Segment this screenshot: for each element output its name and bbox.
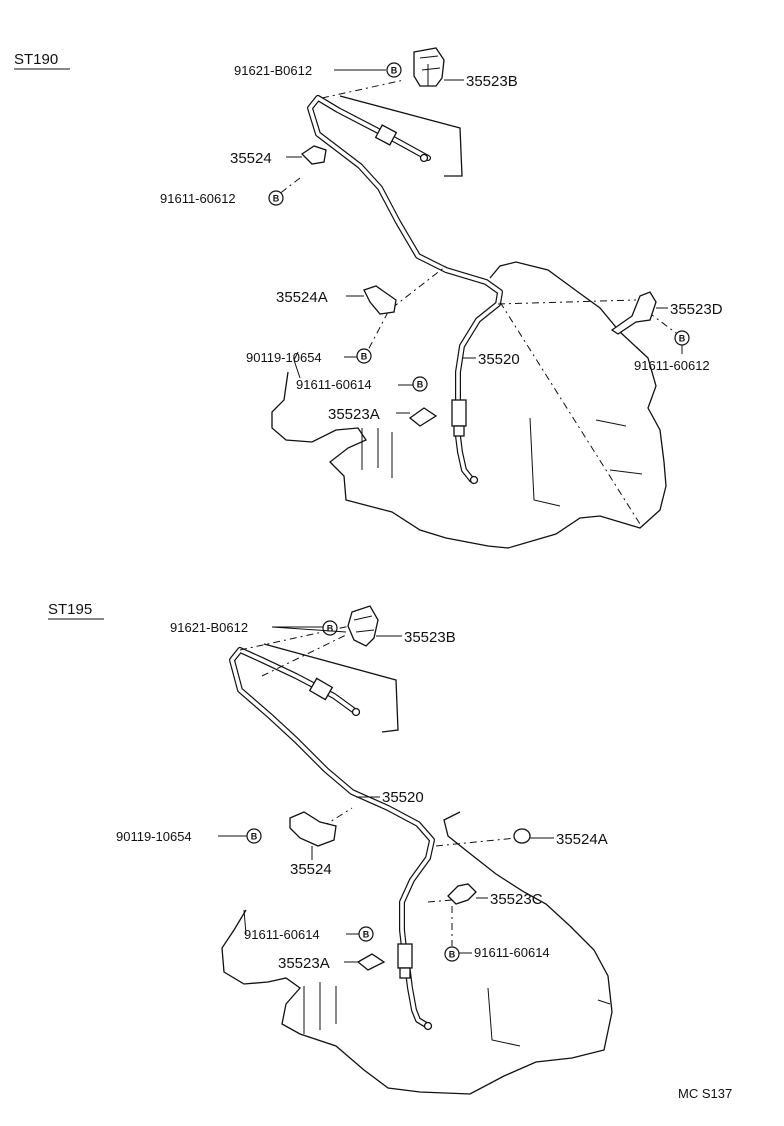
dashed-leader [427,899,453,903]
part-label-cable: 35520 [382,789,424,806]
bolt-marker: B [246,828,262,844]
bracket-35523c [447,883,477,905]
housing-detail-lines [361,428,393,478]
clamp-35524 [300,145,327,165]
part-label-bolt-top: 91621-B0612 [234,63,312,78]
cable-fitting-lower [397,943,413,969]
cable-end [419,153,429,163]
part-label-bracket-top: 35523B [466,73,518,90]
cable-end [469,475,479,485]
dashed-leader [365,311,389,355]
dashed-leader [273,177,301,199]
dashed-leader [499,301,641,525]
dashed-leader [239,625,351,651]
bolt-marker: B [358,926,374,942]
housing-detail-lines [303,982,337,1034]
diagram-code: MC S137 [678,1086,732,1101]
bolt-marker: B [412,376,428,392]
dashed-leader [261,633,349,677]
housing-detail-lines [243,909,611,1005]
bolt-marker: B [268,190,284,206]
part-label-cable: 35520 [478,351,520,368]
bracket-35523b [413,47,445,87]
dashed-leader [435,837,517,847]
bolt-marker: B [322,620,338,636]
bolt-marker: B [674,330,690,346]
svg-text:B: B [417,379,424,389]
pedal-panel-outline [339,95,463,177]
svg-text:B: B [391,65,398,75]
dashed-leader [497,299,637,305]
clamp-35524a [363,285,397,315]
label-leader [271,626,347,633]
transmission-housing-outline [221,811,613,1095]
bracket-35523b-detail [419,55,441,86]
bolt-marker: B [356,348,372,364]
svg-text:B: B [363,929,370,939]
housing-detail-lines [293,351,301,379]
part-label-bolt-d: 91611-60612 [634,358,710,373]
svg-text:B: B [327,623,334,633]
bracket-35523a [356,953,386,971]
section-st190: ST190 [14,47,723,549]
cable-fitting-lower-collar [453,425,465,437]
bracket-35523d [610,291,657,335]
part-label-bolt-clamp: 91611-60612 [160,191,236,206]
part-label-bracket-c: 35523C [490,891,543,908]
cable-fitting-upper [374,124,398,146]
transmission-housing-outline [271,261,667,549]
part-label-bracket-d: 35523D [670,301,723,318]
part-label-clamp-a: 35524A [276,289,328,306]
housing-detail-lines [487,987,521,1047]
clamp-35524 [289,811,337,847]
part-label-bolt-mid: 91611-60614 [296,377,372,392]
part-label-bolt-top: 91621-B0612 [170,620,248,635]
cable-end [423,1021,433,1031]
part-label-bolt-mid: 91611-60614 [244,927,320,942]
section-title-st195: ST195 [48,601,92,618]
dashed-leader [391,265,447,309]
housing-detail-lines [595,419,643,475]
bracket-35523a [408,407,438,427]
dashed-leader [321,79,405,99]
part-label-bolt-a: 90119-10654 [246,350,322,365]
part-label-bracket-a: 35523A [278,955,330,972]
cable-end [351,707,361,717]
part-label-clamp-a: 35524A [556,831,608,848]
svg-text:B: B [251,831,258,841]
bracket-35523b [347,605,379,647]
section-st195: ST195 B [48,601,613,1095]
dashed-leader [647,311,681,337]
pedal-panel-outline [263,643,399,733]
part-label-bracket-top: 35523B [404,629,456,646]
part-label-bolt-a: 90119-10654 [116,829,192,844]
svg-text:B: B [679,333,686,343]
part-label-bolt-c: 91611-60614 [474,945,550,960]
clamp-35524a [513,828,531,844]
bolt-marker: B [444,946,460,962]
svg-text:B: B [449,949,456,959]
part-label-clamp: 35524 [230,150,272,167]
cable-fitting-lower-collar [399,967,411,979]
cable-fitting-lower [451,399,467,427]
bracket-35523b-detail [353,615,375,633]
bolt-marker: B [386,62,402,78]
cable-fitting-upper [308,677,334,701]
part-label-clamp: 35524 [290,861,332,878]
svg-text:B: B [361,351,368,361]
svg-text:B: B [273,193,280,203]
section-title-st190: ST190 [14,51,58,68]
part-label-bracket-a: 35523A [328,406,380,423]
housing-detail-lines [529,417,561,507]
